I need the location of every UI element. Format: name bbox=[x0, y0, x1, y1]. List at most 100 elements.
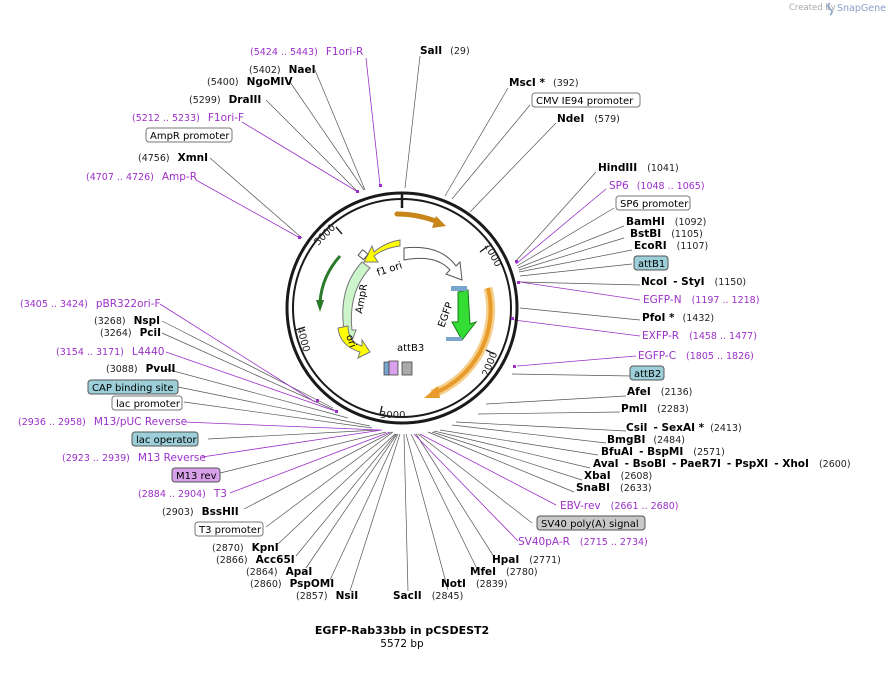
site-avai-xhoi: AvaI- BsoBI- PaeR7I- PspXI- XhoI(2600) bbox=[593, 458, 851, 470]
box-lac-promoter: lac promoter bbox=[111, 395, 183, 411]
site-mfei: MfeI(2780) bbox=[470, 566, 538, 578]
primer-t3: (2884 .. 2904)T3 bbox=[138, 488, 227, 500]
tick-label-5000: 5000 bbox=[312, 222, 338, 248]
primer-m13-reverse: (2923 .. 2939)M13 Reverse bbox=[62, 452, 206, 464]
tick-marks bbox=[295, 226, 495, 416]
egfp-label: EGFP bbox=[436, 301, 455, 329]
attb3-label: attB3 bbox=[397, 343, 424, 354]
attb3-mark bbox=[383, 361, 390, 376]
site-labels: SalI(29) MscI *(392) NdeI(579) HindIII(1… bbox=[94, 45, 851, 602]
site-draiii: (5299)DraIII bbox=[189, 94, 261, 106]
tick-label-3000: 3000 bbox=[380, 410, 405, 421]
site-apai: (2864)ApaI bbox=[246, 566, 312, 578]
primer-labels: (5424 .. 5443)F1ori-R (5212 .. 5233)F1or… bbox=[18, 46, 759, 548]
box-m13-rev: M13 rev bbox=[171, 467, 221, 483]
site-pspomi: (2860)PspOMI bbox=[250, 578, 334, 590]
svg-text:M13 rev: M13 rev bbox=[176, 471, 217, 482]
primer-exfp-r: EXFP-R(1458 .. 1477) bbox=[642, 330, 757, 342]
ori-arrow bbox=[337, 325, 371, 359]
svg-text:SP6 promoter: SP6 promoter bbox=[620, 199, 689, 210]
f1-ori-arrow bbox=[363, 239, 401, 263]
site-nsii: (2857)NsiI bbox=[296, 590, 358, 602]
site-pmli: PmlI(2283) bbox=[621, 403, 689, 415]
primer-sp6: SP6(1048 .. 1065) bbox=[609, 180, 705, 192]
svg-text:SV40 poly(A) signal: SV40 poly(A) signal bbox=[541, 519, 639, 530]
primer-f1ori-f: (5212 .. 5233)F1ori-F bbox=[132, 112, 244, 124]
lac-feature-mark bbox=[388, 360, 399, 376]
sv40-mark bbox=[401, 361, 413, 376]
primer-sv40pa-r: SV40pA-R(2715 .. 2734) bbox=[518, 536, 648, 548]
primer-amp-r: (4707 .. 4726)Amp-R bbox=[86, 171, 197, 183]
ampr-promoter-arrow bbox=[318, 254, 342, 303]
primer-marks bbox=[298, 184, 520, 413]
feature-arcs: EGFP f1 ori AmpR ori attB3 bbox=[316, 211, 496, 399]
svg-text:CMV IE94 promoter: CMV IE94 promoter bbox=[536, 96, 634, 107]
site-xmni: (4756)XmnI bbox=[138, 152, 208, 164]
rab33bb-arrowhead bbox=[424, 386, 440, 398]
snapgene-watermark: Created by SnapGene bbox=[789, 2, 886, 16]
primer-f1ori-r: (5424 .. 5443)F1ori-R bbox=[250, 46, 363, 58]
box-cmv-ie94-promoter: CMV IE94 promoter bbox=[531, 92, 641, 108]
site-ncoi-styi: NcoI- StyI(1150) bbox=[641, 276, 746, 288]
primer-pbr322ori-f: (3405 .. 3424)pBR322ori-F bbox=[20, 298, 161, 310]
site-pcii: (3264)PciI bbox=[100, 327, 161, 339]
plasmid-title: EGFP-Rab33bb in pCSDEST2 bbox=[315, 624, 489, 637]
site-msci: MscI *(392) bbox=[509, 77, 579, 89]
primer-leader-lines bbox=[159, 57, 641, 542]
plasmid-length: 5572 bp bbox=[380, 638, 424, 650]
box-sv40-polya-signal: SV40 poly(A) signal bbox=[536, 515, 646, 531]
attb2-mark bbox=[446, 337, 462, 341]
box-attb2: attB2 bbox=[629, 365, 665, 381]
site-ndei: NdeI(579) bbox=[557, 113, 620, 125]
primer-l4440: (3154 .. 3171)L4440 bbox=[56, 346, 164, 358]
attb1-mark bbox=[451, 286, 467, 291]
box-lac-operator: lac operator bbox=[131, 431, 199, 447]
svg-text:lac promoter: lac promoter bbox=[116, 399, 181, 410]
site-sali: SalI(29) bbox=[420, 45, 470, 57]
snapgene-logo-icon bbox=[827, 2, 833, 16]
site-bsshii: (2903)BssHII bbox=[162, 506, 239, 518]
box-attb1: attB1 bbox=[633, 255, 669, 271]
primer-ebv-rev: EBV-rev(2661 .. 2680) bbox=[560, 500, 679, 512]
site-leader-lines bbox=[161, 55, 641, 592]
site-hpai: HpaI(2771) bbox=[492, 554, 561, 566]
site-naei: (5402)NaeI bbox=[249, 64, 316, 76]
site-ngomiv: (5400)NgoMIV bbox=[207, 76, 293, 88]
site-afei: AfeI(2136) bbox=[627, 386, 692, 398]
primer-m13-puc-reverse: (2936 .. 2958)M13/pUC Reverse bbox=[18, 416, 187, 428]
site-bfuai-bspmi: BfuAI- BspMI(2571) bbox=[601, 446, 725, 458]
site-noti: NotI(2839) bbox=[441, 578, 508, 590]
sp6-arrow bbox=[403, 246, 463, 281]
box-t3-promoter: T3 promoter bbox=[194, 521, 264, 537]
svg-text:lac operator: lac operator bbox=[136, 435, 197, 446]
svg-text:CAP binding site: CAP binding site bbox=[92, 383, 174, 394]
primer-egfp-n: EGFP-N(1197 .. 1218) bbox=[643, 294, 759, 306]
egfp-arrow bbox=[451, 289, 478, 341]
ampr-label: AmpR bbox=[354, 283, 370, 314]
svg-text:attB2: attB2 bbox=[634, 369, 661, 380]
box-cap-binding-site: CAP binding site bbox=[87, 379, 179, 395]
ori-label: ori bbox=[343, 333, 358, 349]
site-pfoi: PfoI *(1432) bbox=[642, 312, 714, 324]
site-kpni: (2870)KpnI bbox=[212, 542, 279, 554]
primer-egfp-c: EGFP-C(1805 .. 1826) bbox=[638, 350, 754, 362]
site-xbai: XbaI(2608) bbox=[584, 470, 652, 482]
svg-text:AmpR promoter: AmpR promoter bbox=[150, 131, 230, 142]
site-bstbi: BstBI(1105) bbox=[630, 228, 703, 240]
cmv-promoter-arrowhead bbox=[432, 216, 446, 228]
site-bamhi: BamHI(1092) bbox=[626, 216, 706, 228]
site-bmgbi: BmgBI(2484) bbox=[607, 434, 685, 446]
watermark-brand: SnapGene bbox=[837, 3, 886, 14]
plasmid-backbone bbox=[285, 191, 519, 425]
site-hindiii: HindIII(1041) bbox=[598, 162, 679, 174]
watermark-prefix: Created by bbox=[789, 3, 836, 13]
site-csii-sexai: CsiI- SexAI *(2413) bbox=[626, 422, 742, 434]
cmv-promoter-arrow bbox=[394, 211, 441, 225]
feature-boxes: CMV IE94 promoter AmpR promoter SP6 prom… bbox=[87, 92, 691, 537]
site-nspi: (3268)NspI bbox=[94, 315, 160, 327]
site-acc65i: (2866)Acc65I bbox=[216, 554, 295, 566]
svg-text:attB1: attB1 bbox=[638, 259, 665, 270]
svg-text:T3 promoter: T3 promoter bbox=[198, 525, 262, 536]
site-snabi: SnaBI(2633) bbox=[576, 482, 652, 494]
